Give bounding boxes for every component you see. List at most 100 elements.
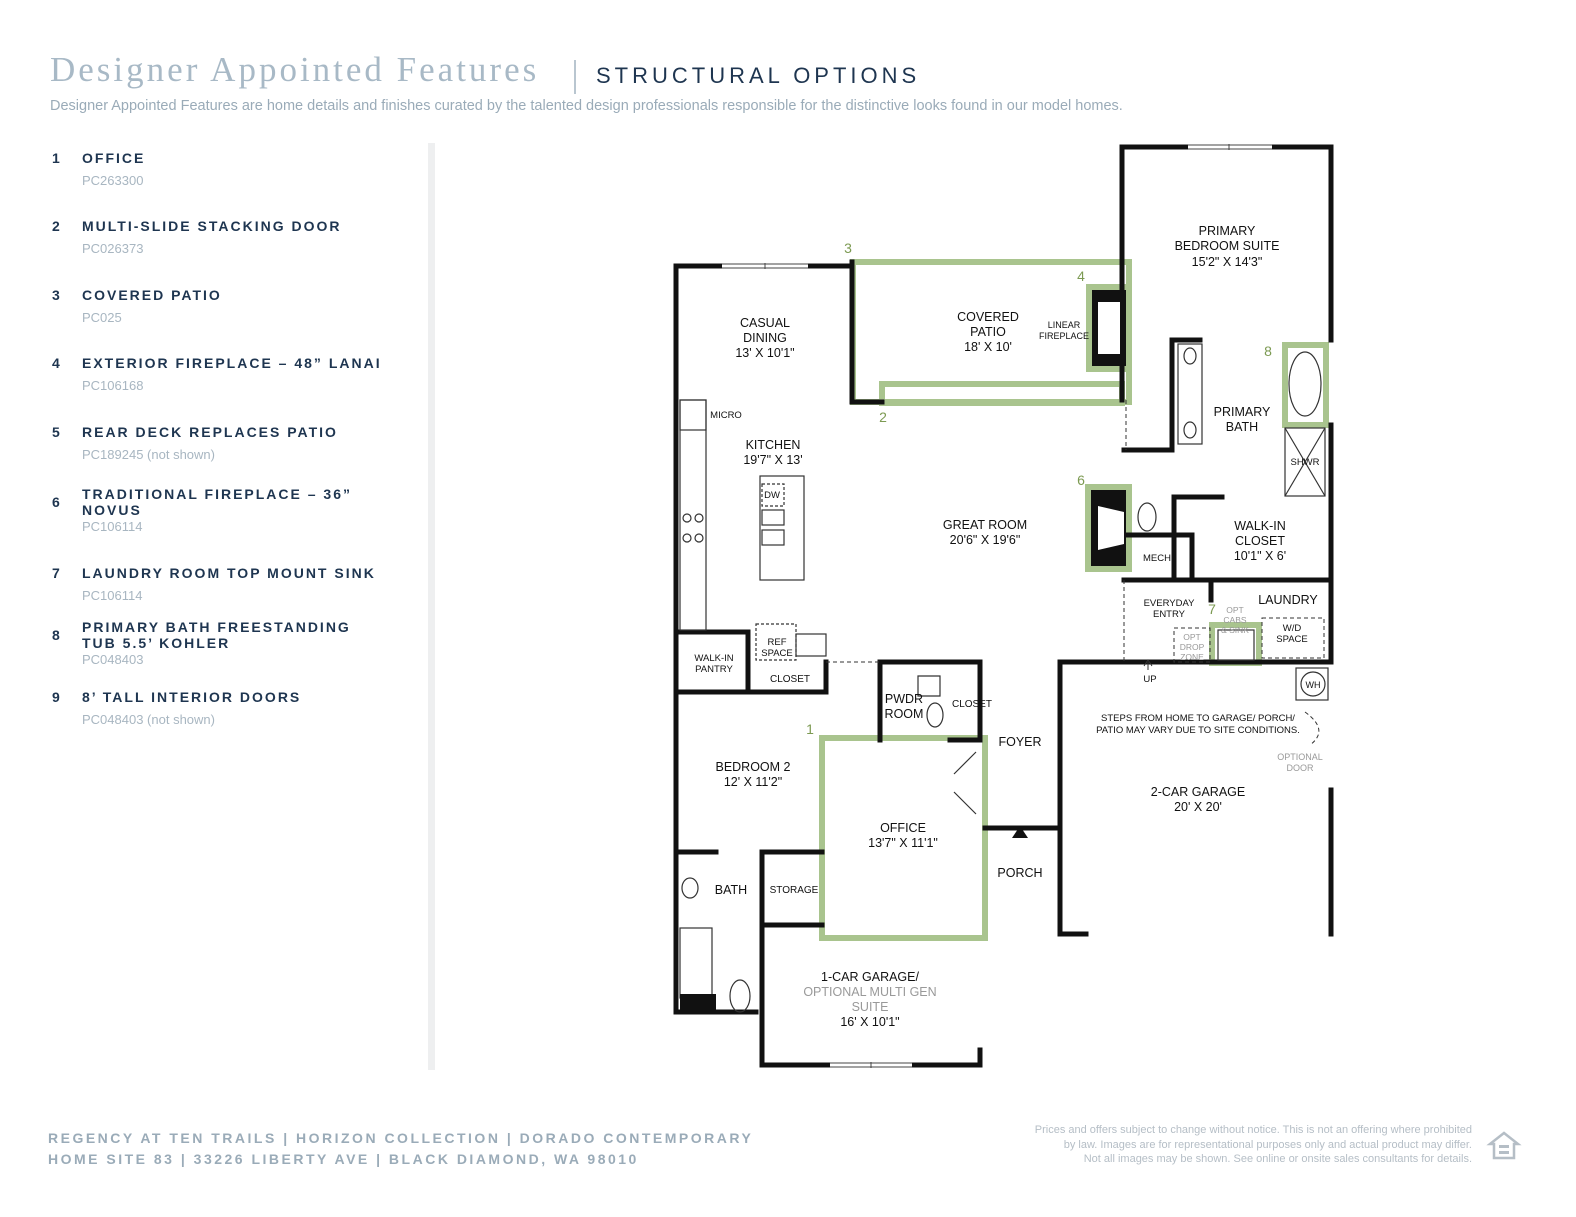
option-title: OFFICE: [82, 150, 146, 166]
room-label: STORAGE: [770, 885, 819, 896]
room-label: OPT: [1183, 632, 1200, 642]
option-number: 9: [52, 689, 60, 705]
room-label: 12' X 11'2": [724, 775, 782, 789]
room-label: MICRO: [710, 410, 742, 421]
title-divider: [574, 60, 576, 94]
room-label: MECH: [1143, 553, 1171, 564]
room-label: CLOSET: [952, 699, 992, 710]
callout-numbers: 1 2 3 4 6 7 8: [806, 240, 1272, 737]
room-label: BATH: [715, 883, 747, 897]
option-code: PC048403 (not shown): [82, 712, 215, 727]
room-label: 15'2" X 14'3": [1192, 255, 1263, 269]
wall: [849, 259, 885, 405]
room-label: LINEAR: [1048, 320, 1081, 330]
column-divider: [428, 143, 435, 1070]
room-label: SPACE: [1276, 634, 1308, 645]
water-heater: [1300, 671, 1326, 697]
option-title: LAUNDRY ROOM TOP MOUNT SINK: [82, 565, 376, 581]
burner: [694, 533, 704, 543]
legal-line: Not all images may be shown. See online …: [1083, 1153, 1472, 1165]
room-label: PRIMARY: [1214, 405, 1271, 419]
island-sink: [761, 509, 785, 526]
room-label: 10'1" X 6': [1234, 549, 1286, 563]
wall: [745, 659, 829, 695]
bath-toilet: [729, 979, 751, 1013]
room-label: STEPS FROM HOME TO GARAGE/ PORCH/: [1101, 713, 1295, 724]
callout-number: 1: [806, 721, 814, 737]
drop-zone-outline: [1173, 627, 1211, 663]
stacking-door-highlight: [879, 381, 1125, 406]
room-label: 20' X 20': [1174, 800, 1222, 814]
room-label: CABS: [1223, 615, 1246, 625]
room-label: OPTIONAL MULTI GEN: [803, 985, 936, 999]
option-number: 6: [52, 494, 60, 510]
room-labels: PRIMARY BEDROOM SUITE 15'2" X 14'3" CASU…: [694, 224, 1322, 1029]
entry-arrow-icon: [1012, 826, 1028, 838]
callout-number: 3: [844, 240, 852, 256]
counter: [795, 633, 827, 657]
option-number: 3: [52, 287, 60, 303]
shower-line: [1284, 427, 1326, 497]
room-label: PATIO MAY VARY DUE TO SITE CONDITIONS.: [1096, 725, 1300, 736]
burner: [694, 513, 704, 523]
room-label: DROP: [1180, 642, 1205, 652]
burner: [682, 513, 692, 523]
wall: [759, 849, 825, 928]
room-label: DW: [764, 490, 780, 501]
room-label: FOYER: [998, 735, 1041, 749]
room-label: PORCH: [997, 866, 1042, 880]
room-label: 2-CAR GARAGE: [1151, 785, 1245, 799]
option-code: PC263300: [82, 173, 144, 188]
toilet: [926, 702, 944, 728]
office-doors: [953, 751, 977, 815]
room-label: 16' X 10'1": [840, 1015, 899, 1029]
bath-sink: [681, 877, 699, 899]
callout-number: 2: [879, 409, 887, 425]
option-code: PC025: [82, 310, 122, 325]
stair-up-arrow-icon: [1143, 659, 1153, 670]
room-label: PWDR: [885, 692, 923, 706]
room-label: WALK-IN: [1234, 519, 1286, 533]
office-highlight: [819, 735, 988, 941]
lanai-fireplace-opening: [1098, 302, 1120, 354]
room-label: SUITE: [852, 1000, 889, 1014]
wall: [1121, 337, 1203, 453]
option-number: 1: [52, 150, 60, 166]
option-code: PC048403: [82, 652, 144, 667]
room-label: FIREPLACE: [1039, 331, 1089, 341]
option-title: PRIMARY BATH FREESTANDING TUB 5.5’ KOHLE…: [82, 619, 351, 651]
room-label: WALK-IN: [694, 653, 733, 664]
bath-vanity-block: [680, 994, 716, 1012]
option-title: 8’ TALL INTERIOR DOORS: [82, 689, 302, 705]
room-label: GREAT ROOM: [943, 518, 1027, 532]
callout-number: 6: [1077, 472, 1085, 488]
room-label: PRIMARY: [1199, 224, 1256, 238]
room-label: SPACE: [761, 648, 793, 659]
room-label: BATH: [1226, 420, 1258, 434]
room-label: REF: [768, 637, 787, 648]
room-label: 19'7" X 13': [743, 453, 802, 467]
room-label: ENTRY: [1153, 609, 1186, 620]
kitchen-island: [759, 475, 805, 581]
room-label: PATIO: [970, 325, 1006, 339]
wall: [877, 659, 983, 743]
room-label: 1-CAR GARAGE/: [821, 970, 919, 984]
room-label: CASUAL: [740, 316, 790, 330]
room-label: COVERED: [957, 310, 1019, 324]
wall: [909, 1047, 983, 1068]
fixtures: [679, 343, 1329, 1013]
room-label: LAUNDRY: [1258, 593, 1318, 607]
bathtub: [679, 927, 713, 999]
page-subtitle: STRUCTURAL OPTIONS: [596, 63, 921, 88]
room-label: & SINK: [1221, 625, 1249, 635]
sink: [1183, 421, 1197, 439]
legal-disclaimer: Prices and offers subject to change with…: [1002, 1123, 1472, 1167]
window-frames: [722, 144, 1272, 1068]
room-label: OPT: [1226, 605, 1243, 615]
option-title: REAR DECK REPLACES PATIO: [82, 424, 338, 440]
option-number: 5: [52, 424, 60, 440]
option-number: 4: [52, 355, 60, 371]
option-number: 7: [52, 565, 60, 581]
dashed-lines: [826, 400, 1325, 746]
